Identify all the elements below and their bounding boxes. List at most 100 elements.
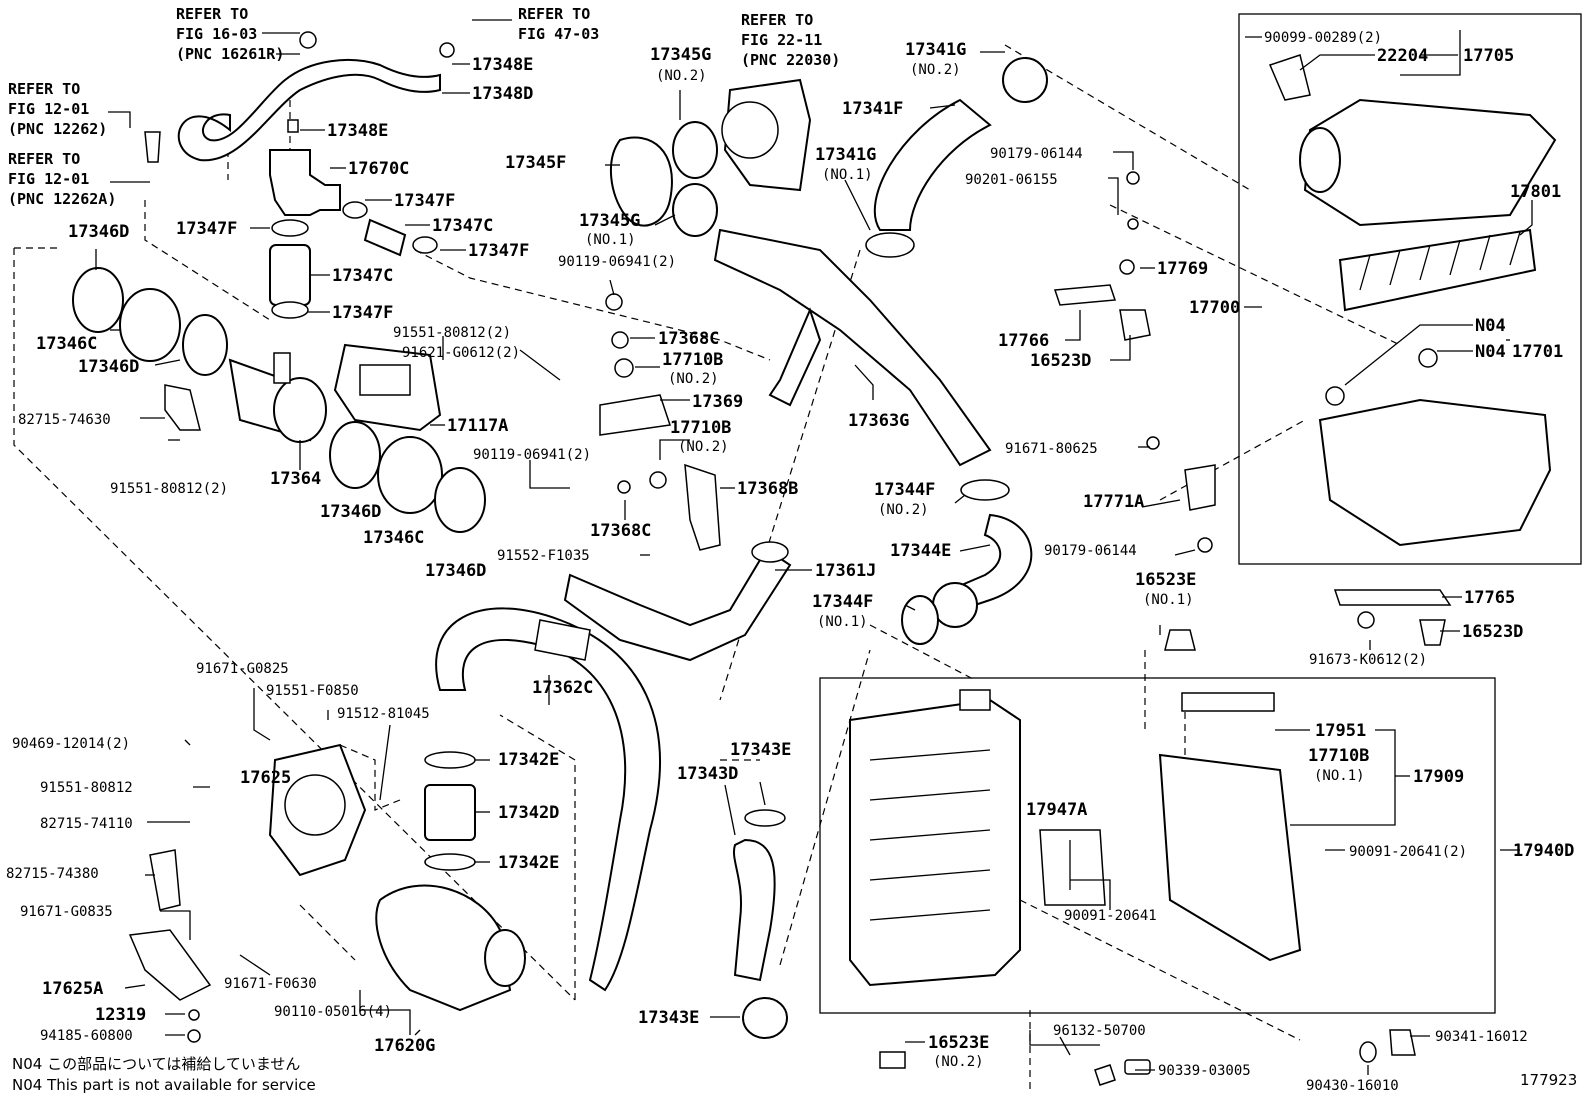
part-label[interactable]: 17348D (472, 84, 533, 104)
part-label[interactable]: 91673-K0612(2) (1309, 652, 1427, 668)
part-label[interactable]: 17771A (1083, 492, 1144, 512)
part-label[interactable]: 82715-74110 (40, 816, 133, 832)
part-label[interactable]: N04 (1475, 342, 1506, 362)
part-label[interactable]: 17705 (1463, 46, 1514, 66)
part-label[interactable]: 17368B (737, 479, 798, 499)
part-label[interactable]: 17341G (815, 145, 876, 165)
part-label[interactable]: 17363G (848, 411, 909, 431)
part-label[interactable]: 17710B (1308, 746, 1369, 766)
part-label[interactable]: 90339-03005 (1158, 1063, 1251, 1079)
part-label[interactable]: 17341F (842, 99, 903, 119)
part-label[interactable]: 17348E (327, 121, 388, 141)
part-label[interactable]: 17345G (650, 45, 711, 65)
part-label[interactable]: 90341-16012 (1435, 1029, 1528, 1045)
part-label[interactable]: 96132-50700 (1053, 1023, 1146, 1039)
part-label[interactable]: 17346C (36, 334, 97, 354)
part-label[interactable]: 17346D (78, 357, 139, 377)
part-label[interactable]: 17342D (498, 803, 559, 823)
part-label[interactable]: 17344F (874, 480, 935, 500)
part-label[interactable]: 17801 (1510, 182, 1561, 202)
part-label[interactable]: 17947A (1026, 800, 1087, 820)
part-label[interactable]: 17345G (579, 211, 640, 231)
part-label[interactable]: 17701 (1512, 342, 1563, 362)
part-label[interactable]: 90469-12014(2) (12, 736, 130, 752)
part-label[interactable]: 90091-20641(2) (1349, 844, 1467, 860)
part-label[interactable]: 90179-06144 (990, 146, 1083, 162)
part-label[interactable]: 17362C (532, 678, 593, 698)
part-label[interactable]: 17346D (68, 222, 129, 242)
part-label[interactable]: 91551-80812(2) (110, 481, 228, 497)
part-label[interactable]: 90110-05016(4) (274, 1004, 392, 1020)
part-label[interactable]: 17769 (1157, 259, 1208, 279)
part-label[interactable]: 17620G (374, 1036, 435, 1056)
part-label[interactable]: 90099-00289(2) (1264, 30, 1382, 46)
part-label[interactable]: 91671-G0825 (196, 661, 289, 677)
footnotes: N04 この部品については補給していません N04 This part is n… (12, 1055, 1577, 1094)
part-label[interactable]: 17765 (1464, 588, 1515, 608)
part-label[interactable]: 17346C (363, 528, 424, 548)
part-label[interactable]: 17347F (332, 303, 393, 323)
part-label[interactable]: 17341G (905, 40, 966, 60)
part-label[interactable]: 91551-80812(2) (393, 325, 511, 341)
part-label[interactable]: 17117A (447, 416, 508, 436)
part-label[interactable]: 17361J (815, 561, 876, 581)
part-label[interactable]: 17364 (270, 469, 321, 489)
part-label[interactable]: 17342E (498, 750, 559, 770)
part-label[interactable]: 17344F (812, 592, 873, 612)
part-label[interactable]: 91552-F1035 (497, 548, 590, 564)
part-label[interactable]: 82715-74630 (18, 412, 111, 428)
part-label[interactable]: 17347F (468, 241, 529, 261)
part-label[interactable]: 17909 (1413, 767, 1464, 787)
part-label[interactable]: 91512-81045 (337, 706, 430, 722)
part-label[interactable]: 91671-F0630 (224, 976, 317, 992)
part-label[interactable]: 17670C (348, 159, 409, 179)
part-label[interactable]: 91551-F0850 (266, 683, 359, 699)
part-label[interactable]: 16523E (1135, 570, 1196, 590)
part-label[interactable]: 17625A (42, 979, 103, 999)
part-label[interactable]: 17346D (425, 561, 486, 581)
part-label[interactable]: 94185-60800 (40, 1028, 133, 1044)
part-label[interactable]: 17368C (658, 329, 719, 349)
part-label[interactable]: 22204 (1377, 46, 1428, 66)
part-label[interactable]: 17700 (1189, 298, 1240, 318)
part-label[interactable]: 91551-80812 (40, 780, 133, 796)
part-label[interactable]: 91671-80625 (1005, 441, 1098, 457)
part-label[interactable]: 17766 (998, 331, 1049, 351)
part-label[interactable]: 90201-06155 (965, 172, 1058, 188)
part-label[interactable]: 17368C (590, 521, 651, 541)
part-label[interactable]: 91621-G0612(2) (402, 345, 520, 361)
part-label[interactable]: 17710B (670, 418, 731, 438)
part-label[interactable]: 17343E (730, 740, 791, 760)
part-label[interactable]: 17346D (320, 502, 381, 522)
part-label[interactable]: 17348E (472, 55, 533, 75)
part-label[interactable]: 17347F (394, 191, 455, 211)
part-label[interactable]: 90179-06144 (1044, 543, 1137, 559)
ref-note-fig22-11: REFER TO FIG 22-11 (PNC 22030) (741, 11, 840, 69)
part-label[interactable]: 17347C (332, 266, 393, 286)
part-label[interactable]: 17940D (1513, 841, 1574, 861)
part-label[interactable]: 17951 (1315, 721, 1366, 741)
part-label[interactable]: 17625 (240, 768, 291, 788)
part-label[interactable]: 17710B (662, 350, 723, 370)
part-label[interactable]: 17347F (176, 219, 237, 239)
part-label[interactable]: 90119-06941(2) (473, 447, 591, 463)
ref-line: (PNC 12262A) (8, 190, 116, 208)
part-label[interactable]: N04 (1475, 316, 1506, 336)
part-label: (NO.1) (1143, 592, 1194, 608)
part-label[interactable]: 90119-06941(2) (558, 254, 676, 270)
part-label[interactable]: 17369 (692, 392, 743, 412)
part-label[interactable]: 17343D (677, 764, 738, 784)
part-label[interactable]: 90091-20641 (1064, 908, 1157, 924)
part-label[interactable]: 16523D (1462, 622, 1523, 642)
part-label[interactable]: 90430-16010 (1306, 1078, 1399, 1094)
part-label[interactable]: 17345F (505, 153, 566, 173)
part-label[interactable]: 16523D (1030, 351, 1091, 371)
part-label[interactable]: 16523E (928, 1033, 989, 1053)
part-label[interactable]: 91671-G0835 (20, 904, 113, 920)
part-label[interactable]: 17347C (432, 216, 493, 236)
part-label[interactable]: 17343E (638, 1008, 699, 1028)
part-label[interactable]: 82715-74380 (6, 866, 99, 882)
part-label[interactable]: 12319 (95, 1005, 146, 1025)
part-label[interactable]: 17344E (890, 541, 951, 561)
part-label[interactable]: 17342E (498, 853, 559, 873)
